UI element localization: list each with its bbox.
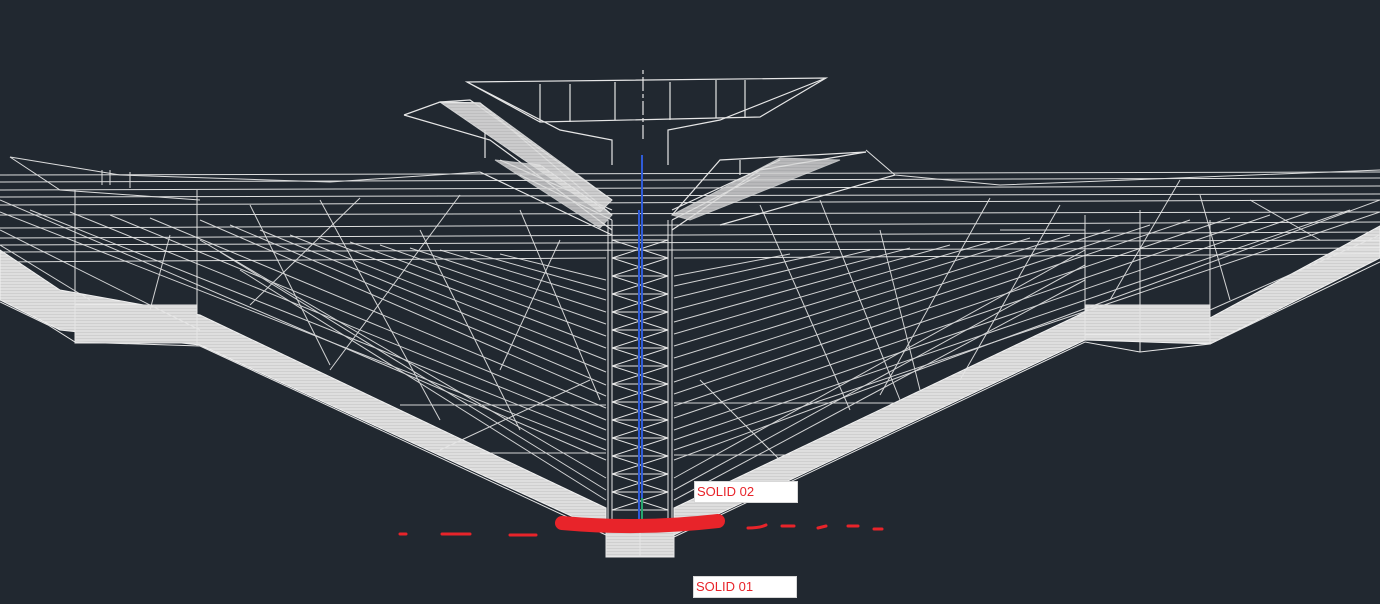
solid-01-label[interactable]: SOLID 01 xyxy=(693,576,797,598)
red-dashed-markup-line xyxy=(398,523,884,537)
solid-01-label-text: SOLID 01 xyxy=(696,579,754,594)
solid-02-label-text: SOLID 02 xyxy=(697,484,755,499)
solid-02-label[interactable]: SOLID 02 xyxy=(694,481,798,503)
right-diagonal-lines xyxy=(673,179,1380,501)
red-markup-curve xyxy=(555,514,725,534)
left-diagonal-lines xyxy=(0,194,607,501)
top-funnel xyxy=(403,77,896,236)
vertical-axis-line xyxy=(638,155,643,520)
lower-slab xyxy=(0,225,1380,558)
